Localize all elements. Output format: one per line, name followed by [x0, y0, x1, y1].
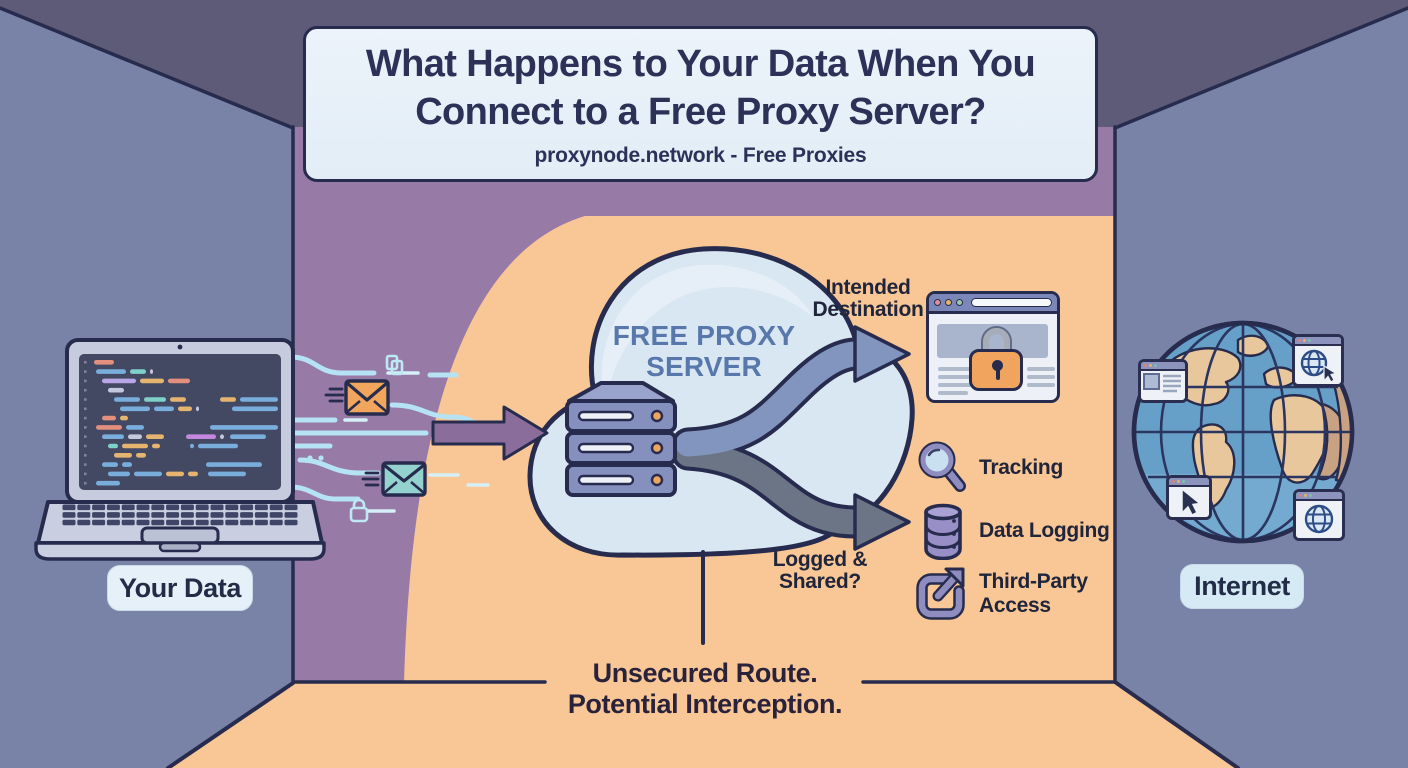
- server-stack-icon: [565, 381, 677, 497]
- destination-browser-window: [926, 291, 1060, 403]
- external-link-icon: [916, 567, 965, 620]
- destination-label: Intended Destination: [812, 276, 924, 321]
- laptop-icon: [34, 338, 326, 561]
- safe-arrow: [675, 341, 868, 457]
- risk-row-third-party: Third-Party Access: [914, 566, 1091, 622]
- data-stream-flow: [290, 354, 549, 523]
- logged-shared-label: Logged & Shared?: [772, 548, 868, 593]
- magnifier-icon: [918, 441, 966, 492]
- your-data-label: Your Data: [107, 565, 253, 611]
- padlock-outline-icon: [349, 498, 369, 523]
- article-thumb-icon: [1143, 373, 1181, 393]
- globe-glyph-icon: [1300, 349, 1338, 383]
- window-dot-red: [934, 299, 941, 306]
- risk-row-tracking: Tracking: [918, 441, 1063, 495]
- lock-shackle: [983, 328, 1010, 353]
- https-lock-icon: [969, 349, 1023, 391]
- risk-row-data-logging: Data Logging: [920, 502, 1110, 560]
- copy-icon: [385, 354, 404, 376]
- risk-label: Tracking: [979, 456, 1063, 479]
- warning-text: Unsecured Route. Potential Interception.: [567, 658, 843, 719]
- internet-label: Internet: [1180, 564, 1304, 609]
- window-dot-orange: [945, 299, 952, 306]
- proxy-cloud: [527, 246, 915, 558]
- envelope-teal-icon: [381, 461, 427, 497]
- browser-thumb-article: [1138, 359, 1188, 403]
- cursor-icon: [1181, 487, 1202, 517]
- inbound-arrow-icon: [431, 405, 549, 461]
- browser-thumb-cursor: [1166, 475, 1212, 520]
- code-on-screen: [84, 360, 278, 486]
- keyboard-keys: [62, 504, 298, 526]
- envelope-orange-icon: [344, 379, 390, 416]
- page-title: What Happens to Your Data When You: [365, 42, 1036, 85]
- browser-thumb-globe: [1293, 489, 1345, 541]
- browser-titlebar: [929, 294, 1057, 314]
- risk-arrow: [675, 441, 868, 535]
- risk-label: Third-Party Access: [979, 570, 1088, 617]
- database-icon: [924, 503, 962, 560]
- source-site-subtitle: proxynode.network - Free Proxies: [534, 143, 867, 167]
- title-banner: What Happens to Your Data When You Conne…: [303, 26, 1098, 182]
- risk-label: Data Logging: [979, 519, 1110, 542]
- proxy-node-label: FREE PROXY SERVER: [612, 320, 796, 382]
- route-drop-line: [701, 550, 705, 645]
- url-bar: [971, 298, 1052, 307]
- globe-glyph-icon: [1304, 504, 1334, 534]
- window-dot-green: [956, 299, 963, 306]
- fork-arrows: [671, 325, 911, 551]
- browser-thumb-globe-cursor: [1292, 334, 1344, 387]
- page-title-line2: Connect to a Free Proxy Server?: [415, 90, 986, 133]
